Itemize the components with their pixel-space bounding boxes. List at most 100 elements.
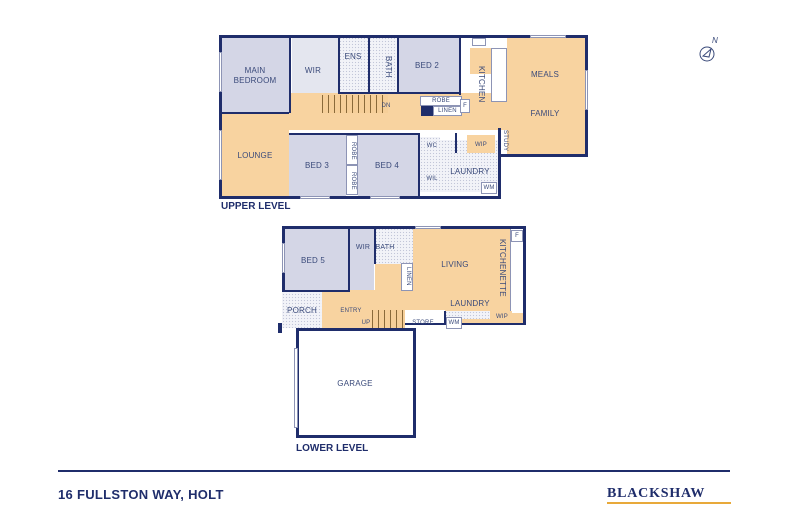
wall	[498, 128, 501, 198]
label-dn: DN	[381, 103, 391, 109]
label-wm-lower: WM	[446, 317, 462, 329]
room-garage	[297, 330, 414, 435]
label-family: FAMILY	[530, 109, 560, 118]
wall	[289, 133, 420, 135]
label-store: STORE	[412, 320, 434, 326]
wall	[282, 290, 349, 292]
wall	[219, 196, 501, 199]
wall	[374, 228, 376, 264]
brand-logo: BLACKSHAW	[607, 486, 706, 501]
room-meals-family	[507, 37, 586, 155]
wall	[289, 37, 291, 113]
room-linen-lower	[401, 263, 413, 291]
label-wc: WC	[426, 143, 438, 149]
room-lounge	[221, 113, 289, 197]
window	[585, 70, 588, 110]
label-bed2: BED 2	[414, 61, 440, 70]
window	[219, 52, 222, 92]
label-main-bedroom: MAIN BEDROOM	[233, 66, 277, 85]
label-wir-lower: WIR	[355, 244, 371, 251]
label-wir: WIR	[304, 66, 322, 75]
wall	[221, 112, 289, 114]
wall	[368, 37, 370, 94]
window	[282, 243, 285, 273]
room-wip-lower	[490, 311, 512, 323]
label-kitchen: KITCHEN	[477, 66, 486, 103]
stairs-upper	[322, 95, 388, 113]
kitchenette-bench	[510, 228, 524, 313]
wall	[348, 228, 350, 292]
label-kitchenette: KITCHENETTE	[498, 239, 507, 297]
label-bed3: BED 3	[304, 161, 330, 170]
room-laundry-lower	[445, 311, 495, 319]
wall	[418, 133, 420, 197]
label-meals: MEALS	[530, 70, 560, 79]
room-wir-lower	[348, 228, 374, 290]
label-up: UP	[361, 320, 371, 326]
wall	[444, 311, 446, 325]
wall	[523, 226, 526, 325]
label-bath: BATH	[384, 56, 393, 78]
room-wip-upper	[467, 135, 495, 153]
upper-level-plan: MAIN BEDROOM WIR ENS BATH BED 2 KITCHEN …	[0, 0, 790, 215]
wall	[296, 328, 416, 331]
label-robe: ROBE	[432, 98, 450, 104]
brand-underline	[607, 502, 731, 504]
label-linen-lower: LINEN	[405, 267, 411, 286]
wall	[413, 328, 416, 438]
label-garage: GARAGE	[337, 379, 373, 388]
wall	[397, 37, 399, 94]
room-ens	[339, 37, 370, 93]
label-living: LIVING	[441, 260, 469, 269]
garage-door	[294, 348, 298, 428]
wall	[296, 435, 416, 438]
lower-level-plan: BED 5 WIR BATH LINEN LIVING KITCHENETTE …	[0, 215, 790, 455]
window	[370, 196, 400, 199]
label-linen: LINEN	[438, 108, 457, 114]
compass-north-icon	[699, 46, 715, 62]
label-lounge: LOUNGE	[237, 151, 273, 160]
room-robe-a	[346, 135, 358, 165]
linen-dark-block	[421, 106, 433, 116]
label-wm: WM	[481, 182, 497, 194]
wall	[282, 226, 525, 229]
window	[219, 130, 222, 180]
label-bed4: BED 4	[374, 161, 400, 170]
label-fridge-lower: F	[511, 230, 523, 242]
wall	[278, 323, 282, 333]
compass: N	[697, 36, 721, 64]
label-bed5: BED 5	[300, 256, 326, 265]
label-wil: WIL	[426, 176, 438, 182]
room-bed4	[358, 135, 418, 197]
window	[530, 35, 566, 38]
wall	[219, 35, 587, 38]
room-bed5	[284, 228, 348, 290]
label-entry: ENTRY	[340, 308, 362, 314]
upper-level-title: UPPER LEVEL	[221, 201, 291, 212]
label-laundry-lower: LAUNDRY	[450, 299, 490, 308]
label-study: STUDY	[502, 130, 508, 152]
property-address: 16 FULLSTON WAY, HOLT	[58, 487, 224, 502]
cooktop-upper	[472, 38, 486, 46]
label-porch: PORCH	[287, 306, 317, 315]
kitchen-island	[491, 48, 507, 102]
room-bed2	[398, 37, 460, 93]
window	[415, 226, 441, 229]
label-wip-lower: WIP	[496, 314, 508, 320]
room-entry	[322, 290, 375, 328]
label-wip: WIP	[475, 142, 487, 148]
label-bath-lower: BATH	[375, 244, 395, 251]
wall	[219, 35, 222, 199]
room-wir	[292, 37, 342, 93]
label-robe-b: ROBE	[350, 172, 356, 190]
window	[300, 196, 330, 199]
wall	[500, 154, 588, 157]
wall	[338, 92, 460, 94]
footer-divider	[58, 470, 730, 472]
room-bath-lower-tile	[375, 228, 413, 264]
label-robe-a: ROBE	[350, 142, 356, 160]
label-ens: ENS	[344, 52, 362, 61]
label-laundry: LAUNDRY	[450, 167, 490, 176]
room-robe-b	[346, 165, 358, 195]
room-bath	[369, 37, 399, 93]
